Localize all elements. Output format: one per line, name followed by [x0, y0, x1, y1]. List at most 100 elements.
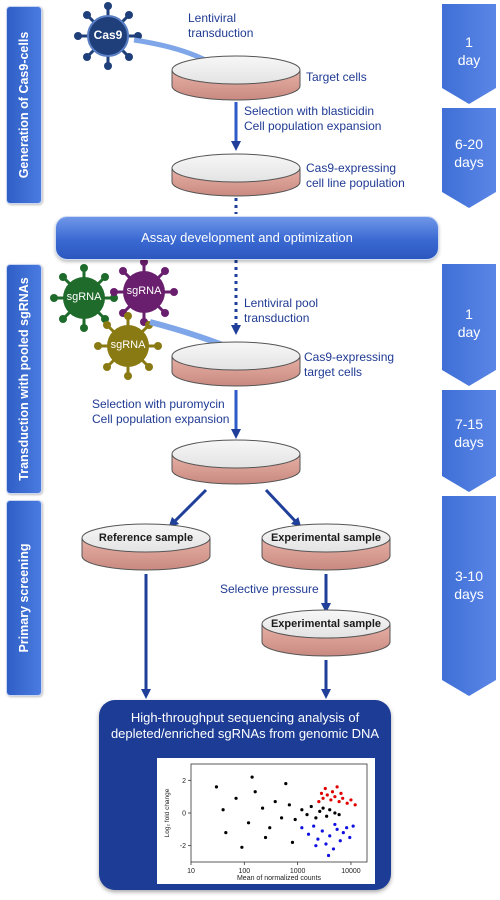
data-point [333, 822, 337, 827]
cas9-virus-icon [74, 2, 142, 70]
time-5-value: 3-10 [454, 568, 484, 584]
data-point [312, 824, 316, 828]
data-point [353, 803, 357, 807]
data-point [338, 839, 342, 843]
y-tick-label: 2 [182, 778, 186, 785]
cas9-virus-label: Cas9 [93, 28, 123, 42]
expanded-population-dish [171, 439, 301, 485]
x-tick-label: 100 [238, 868, 250, 875]
data-point [333, 795, 337, 799]
data-point [305, 813, 309, 817]
target-cells-text: Target cells [306, 70, 367, 84]
y-tick-label: 0 [182, 811, 186, 818]
time-box-4: 7-15 days [442, 390, 496, 492]
data-point [329, 798, 333, 802]
data-point [234, 796, 238, 800]
data-point [253, 790, 257, 794]
experimental-dish [261, 523, 391, 571]
time-2-value: 6-20 [454, 136, 484, 152]
plot-frame [190, 763, 368, 863]
phase-screening-bar: Primary screening [6, 500, 42, 696]
data-point [330, 790, 335, 794]
time-2-unit: days [454, 154, 484, 170]
reference-sample-label: Reference sample [98, 532, 194, 544]
data-point [300, 808, 304, 812]
data-point [351, 824, 355, 828]
blasticidin-text: Selection with blasticidin Cell populati… [244, 104, 382, 133]
data-point [309, 804, 313, 809]
reference-dish [81, 523, 211, 571]
target-cells-dish [171, 55, 301, 101]
data-point [341, 831, 345, 835]
time-4-value: 7-15 [454, 416, 484, 432]
data-point [323, 786, 327, 791]
data-point [348, 835, 352, 840]
sgrna-virus-olive-icon [94, 312, 162, 380]
phase-transduction-bar: Transduction with pooled sgRNAs [6, 264, 42, 494]
data-point [284, 782, 288, 786]
data-point [246, 821, 251, 825]
data-point [324, 842, 328, 846]
data-point [317, 799, 321, 804]
data-point [260, 806, 265, 810]
time-box-2: 6-20 days [442, 108, 496, 208]
data-point [268, 826, 272, 830]
sgrna-green-label: sgRNA [66, 291, 102, 303]
time-box-5: 3-10 days [442, 496, 496, 696]
data-point [321, 796, 325, 800]
analysis-title: High-throughput sequencing analysis of d… [110, 710, 380, 741]
time-3-value: 1 [465, 306, 473, 322]
split-arrow-right [264, 488, 302, 528]
data-point [221, 808, 225, 812]
data-point [316, 837, 320, 841]
data-point [326, 853, 331, 858]
sgrna-olive-label: sgRNA [110, 339, 146, 351]
data-point [325, 814, 329, 818]
selective-pressure-text: Selective pressure [220, 582, 319, 596]
y-axis-label: Log₂ fold change [164, 788, 171, 837]
data-point [287, 803, 291, 807]
time-box-1: 1 day [442, 4, 496, 104]
data-point [306, 832, 311, 836]
x-tick-label: 10 [187, 868, 195, 875]
data-point [300, 826, 304, 830]
data-point [337, 813, 341, 817]
experimental-dish-2 [261, 609, 391, 657]
time-box-3: 1 day [442, 264, 496, 386]
lentiviral-pool-text: Lentiviral pool transduction [244, 296, 319, 325]
x-tick-label: 1000 [290, 868, 306, 875]
data-point [318, 809, 322, 813]
cas9-population-text: Cas9-expressing cell line population [306, 161, 405, 190]
data-point [319, 791, 324, 795]
cas9-target-dish [171, 341, 301, 387]
time-1-unit: day [457, 52, 481, 68]
data-point [328, 808, 332, 812]
data-point [224, 831, 228, 835]
data-point [321, 806, 325, 810]
phase-generation-bar: Generation of Cas9-cells [6, 6, 42, 204]
time-4-unit: days [454, 434, 484, 450]
data-point [279, 816, 284, 820]
experimental-sample-label: Experimental sample [270, 532, 382, 544]
data-point [214, 785, 219, 789]
data-point [345, 801, 349, 805]
data-point [337, 799, 341, 804]
sgrna-virus-green-icon [50, 264, 118, 332]
puromycin-text: Selection with puromycin Cell population… [92, 397, 230, 426]
data-point [345, 826, 349, 830]
data-point [333, 811, 337, 815]
experimental-sample-2-label: Experimental sample [270, 618, 382, 630]
time-1-value: 1 [465, 34, 473, 50]
data-point [335, 827, 339, 831]
x-axis-label: Mean of normalized counts [237, 875, 322, 882]
split-arrow-left [168, 488, 208, 528]
data-point [273, 799, 277, 804]
data-point [341, 796, 345, 800]
data-point [339, 791, 343, 795]
data-point [263, 835, 268, 840]
data-point [349, 798, 353, 802]
data-point [250, 775, 254, 779]
